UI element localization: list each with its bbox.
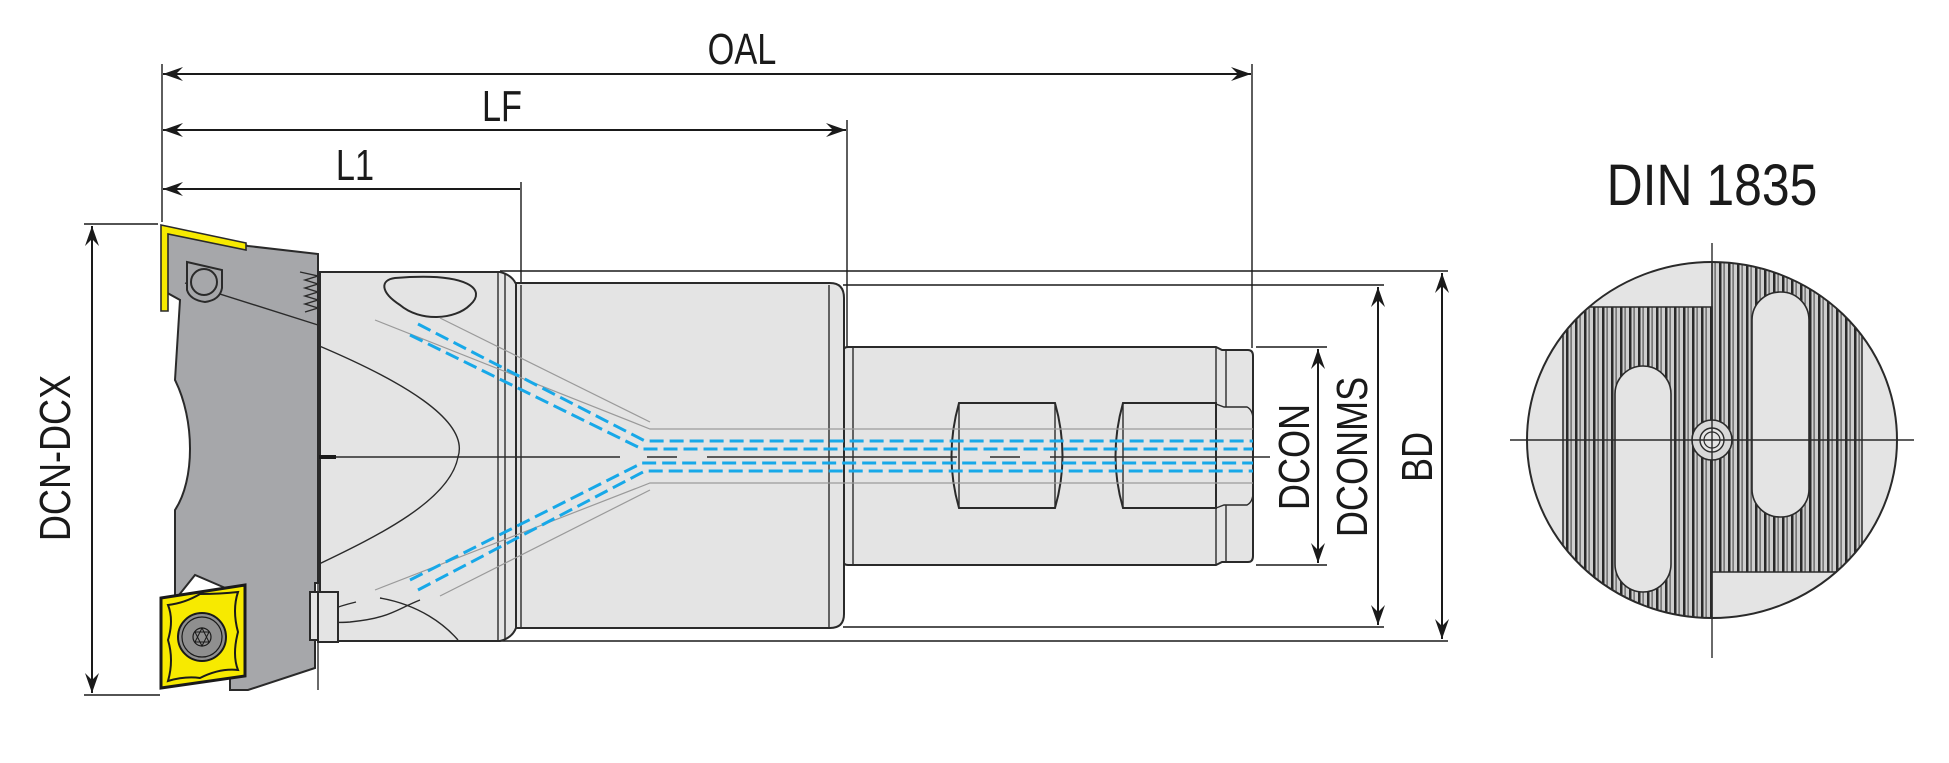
din-title: DIN 1835 bbox=[1607, 154, 1818, 218]
dcn-dcx-label: DCN-DCX bbox=[31, 375, 80, 541]
dcon-label: DCON bbox=[1270, 404, 1319, 510]
dconms-label: DCONMS bbox=[1328, 377, 1377, 537]
dimension-dcon: DCON bbox=[1270, 349, 1325, 563]
dimension-oal: OAL bbox=[163, 25, 1251, 81]
cutter-head bbox=[161, 224, 339, 691]
din-end-view: DIN 1835 bbox=[1510, 154, 1914, 658]
oal-label: OAL bbox=[708, 25, 777, 74]
dimension-dcn-dcx: DCN-DCX bbox=[31, 226, 99, 693]
coolant-channel-icon bbox=[374, 317, 1253, 597]
torx-screw-icon bbox=[177, 612, 227, 662]
lf-label: LF bbox=[482, 82, 522, 131]
indexable-insert-icon bbox=[160, 224, 247, 312]
shank bbox=[842, 346, 1254, 566]
indexable-insert-icon bbox=[159, 583, 247, 690]
dimension-dconms: DCONMS bbox=[1328, 287, 1385, 625]
dimension-bd: BD bbox=[1393, 273, 1449, 639]
l1-label: L1 bbox=[336, 141, 374, 190]
dimension-lf: LF bbox=[163, 82, 846, 137]
bd-label: BD bbox=[1393, 432, 1442, 482]
extension-lines bbox=[84, 64, 1448, 696]
dimension-l1: L1 bbox=[163, 141, 520, 196]
